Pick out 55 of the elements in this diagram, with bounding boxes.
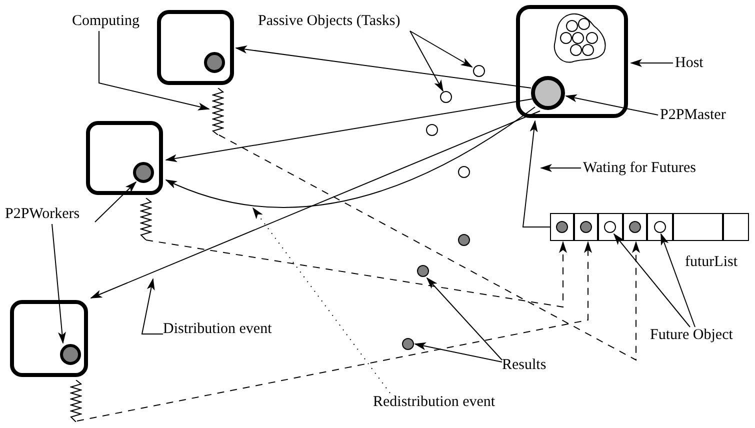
leader-line xyxy=(94,181,137,222)
master-circle xyxy=(531,76,565,110)
arrow xyxy=(165,98,532,162)
callout-label: Computing xyxy=(72,12,140,30)
worker-box xyxy=(86,121,163,195)
callout-label: Passive Objects (Tasks) xyxy=(258,12,400,30)
leader-line xyxy=(565,94,658,116)
worker-circle xyxy=(133,162,154,183)
dashed-arrow xyxy=(218,134,640,361)
task-pool-drawing xyxy=(552,12,608,64)
leader-line xyxy=(141,278,164,334)
spring-symbol xyxy=(70,380,82,422)
task-circle xyxy=(458,166,470,178)
array-cell xyxy=(598,213,623,241)
worker-circle xyxy=(60,344,81,365)
leader-line xyxy=(630,59,674,67)
dashed-arrow xyxy=(146,240,567,308)
worker-box xyxy=(157,10,234,85)
array-cell xyxy=(574,213,598,241)
future-circle xyxy=(580,221,592,233)
leader-line xyxy=(410,30,444,92)
result-circle xyxy=(417,265,429,277)
arrow xyxy=(522,120,550,228)
result-circle xyxy=(402,338,414,350)
arrow xyxy=(165,106,536,208)
leader-line xyxy=(660,233,696,328)
spring-symbol xyxy=(212,88,224,135)
leader-line xyxy=(252,207,390,394)
leader-line xyxy=(410,30,473,68)
future-circle xyxy=(556,221,568,233)
leader-line xyxy=(414,342,502,362)
leader-line xyxy=(613,233,690,328)
leader-line xyxy=(98,30,210,110)
callout-label: Wating for Futures xyxy=(583,159,696,177)
future-circle xyxy=(604,221,616,233)
leader-line xyxy=(540,164,582,172)
array-cell xyxy=(673,213,723,241)
task-circle xyxy=(426,124,438,136)
arrow xyxy=(90,110,540,298)
future-circle xyxy=(654,221,666,233)
future-circle xyxy=(629,221,641,233)
host-box xyxy=(516,5,628,118)
spring-symbol xyxy=(140,198,152,240)
task-circle xyxy=(473,65,485,77)
worker-box xyxy=(10,300,88,377)
dashed-arrow xyxy=(76,241,592,422)
array-cell xyxy=(623,213,647,241)
leader-line xyxy=(52,224,66,344)
array-cell xyxy=(647,213,673,241)
result-circle xyxy=(458,234,470,246)
arrow xyxy=(235,46,532,88)
leader-line xyxy=(426,277,502,360)
callout-label: Future Object xyxy=(650,326,733,344)
worker-circle xyxy=(204,52,225,73)
task-circle xyxy=(440,91,452,103)
